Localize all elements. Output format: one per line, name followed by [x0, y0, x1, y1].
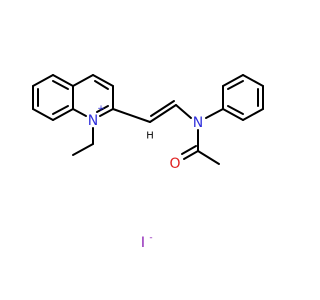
bond — [242, 74, 264, 87]
bond-inner — [227, 105, 244, 115]
iodide-negative-charge: - — [149, 233, 152, 243]
bond — [242, 108, 264, 121]
bond — [92, 74, 114, 87]
bond — [205, 108, 224, 119]
bond — [72, 143, 94, 156]
bond-inner — [94, 80, 109, 90]
bond-inner — [227, 80, 244, 90]
molecule-structure: N + N O H I - — [32, 74, 264, 251]
iodide-label: I — [141, 235, 145, 251]
quinolinium-nitrogen-label: N — [88, 113, 98, 129]
bond-inner — [96, 105, 109, 113]
bond — [72, 108, 87, 117]
bond — [222, 108, 244, 121]
bond — [112, 108, 151, 123]
bond — [52, 74, 74, 87]
carbonyl-oxygen-label: O — [169, 156, 180, 172]
bond-inner — [150, 100, 175, 117]
bonds — [32, 74, 264, 165]
bond — [32, 74, 54, 87]
bond — [72, 74, 94, 87]
bond — [149, 104, 177, 123]
bond-inner — [52, 105, 69, 115]
bond — [197, 150, 220, 165]
bond — [32, 108, 54, 121]
bond — [52, 108, 74, 121]
bond — [183, 150, 199, 160]
vinyl-hydrogen-label: H — [146, 131, 154, 142]
amide-nitrogen-label: N — [193, 115, 203, 131]
bond — [175, 104, 192, 119]
bond — [181, 145, 197, 155]
quinolinium-positive-charge: + — [97, 104, 105, 114]
atom-labels: N + N O H I - — [88, 104, 203, 251]
bond-inner — [52, 80, 69, 90]
bond — [222, 74, 244, 87]
bond — [99, 108, 114, 117]
